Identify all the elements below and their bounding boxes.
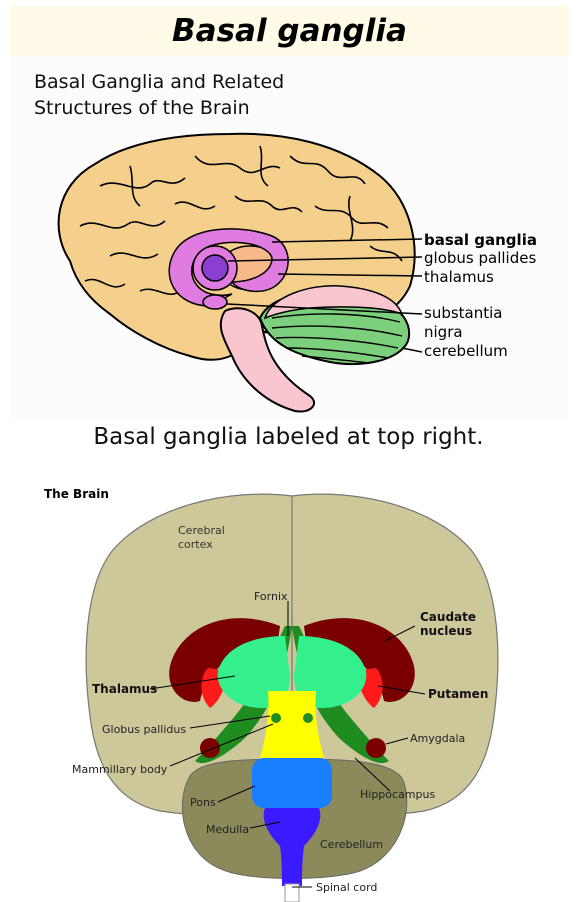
sagittal-brain-svg: Basal Ganglia and Related Structures of … bbox=[10, 56, 569, 421]
label-substantia: substantia bbox=[424, 304, 502, 322]
midbrain-yellow bbox=[260, 691, 324, 758]
label-pons: Pons bbox=[190, 796, 216, 809]
label-mammillary-body: Mammillary body bbox=[72, 763, 168, 776]
label-caudate-1: Caudate bbox=[420, 610, 476, 624]
mammillary-right bbox=[303, 713, 313, 723]
label-caudate-2: nucleus bbox=[420, 624, 472, 638]
fig1-heading-line1: Basal Ganglia and Related bbox=[34, 71, 284, 93]
page-title: Basal ganglia bbox=[172, 13, 407, 49]
pons-region bbox=[252, 758, 332, 808]
substantia-nigra-shape bbox=[203, 295, 227, 309]
label-cerebral: Cerebral bbox=[178, 524, 225, 537]
label-fornix: Fornix bbox=[254, 590, 288, 603]
mammillary-left bbox=[271, 713, 281, 723]
label-cerebellum-2: Cerebellum bbox=[320, 838, 383, 851]
label-basal-ganglia: basal ganglia bbox=[424, 231, 537, 249]
label-cerebellum: cerebellum bbox=[424, 342, 508, 360]
label-putamen: Putamen bbox=[428, 687, 488, 701]
label-hippocampus: Hippocampus bbox=[360, 788, 435, 801]
fig1-heading-line2: Structures of the Brain bbox=[34, 97, 250, 119]
label-cortex-line2: cortex bbox=[178, 538, 213, 551]
page-title-bar: Basal ganglia bbox=[10, 6, 569, 56]
label-nigra: nigra bbox=[424, 323, 463, 341]
label-thalamus-2: Thalamus bbox=[92, 682, 157, 696]
label-globus-pallides: globus pallides bbox=[424, 249, 536, 267]
coronal-brain-svg: The Brain bbox=[30, 476, 571, 902]
coronal-brain-diagram: The Brain bbox=[30, 476, 571, 902]
basal-ganglia-diagram: Basal Ganglia and Related Structures of … bbox=[10, 56, 569, 421]
label-spinal-cord: Spinal cord bbox=[316, 881, 377, 894]
label-globus-pallidus: Globus pallidus bbox=[102, 723, 186, 736]
amygdala-left bbox=[200, 738, 220, 758]
globus-pallidus-inner bbox=[202, 255, 228, 281]
fig2-title: The Brain bbox=[44, 487, 109, 501]
label-amygdala: Amygdala bbox=[410, 732, 465, 745]
amygdala-right bbox=[366, 738, 386, 758]
label-thalamus: thalamus bbox=[424, 268, 494, 286]
figure-caption: Basal ganglia labeled at top right. bbox=[0, 424, 577, 464]
label-medulla: Medulla bbox=[206, 823, 249, 836]
